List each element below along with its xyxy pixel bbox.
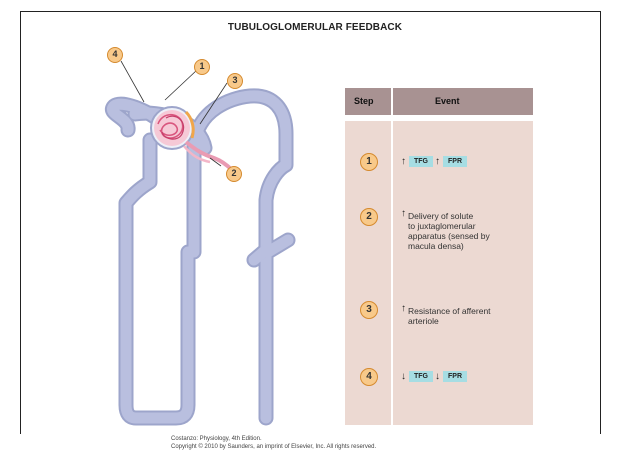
- diagram-label-2: 2: [226, 166, 242, 182]
- diagram-label-1: 1: [194, 59, 210, 75]
- credit-line-2: Copyright © 2010 by Saunders, an imprint…: [171, 444, 376, 450]
- down-arrow-icon: ↓: [401, 372, 406, 382]
- credit-line-1: Costanzo: Physiology, 4th Edition.: [171, 436, 262, 442]
- diagram-title: TUBULOGLOMERULAR FEEDBACK: [152, 22, 478, 33]
- up-arrow-icon: ↑: [401, 304, 406, 314]
- header-divider: [391, 88, 393, 115]
- step-3-badge: 3: [360, 301, 378, 319]
- fpr-pill: FPR: [443, 156, 467, 167]
- column-divider: [391, 121, 393, 425]
- up-arrow-icon: ↑: [401, 157, 406, 167]
- diagram-label-3: 3: [227, 73, 243, 89]
- header-event: Event: [435, 96, 460, 106]
- fpr-pill: FPR: [443, 371, 467, 382]
- step-4-badge: 4: [360, 368, 378, 386]
- event-2-text: Delivery of solute to juxtaglomerular ap…: [408, 211, 490, 251]
- step-event-table: Step Event 1 ↑ TFG ↑ FPR 2 ↑ Delivery of…: [345, 88, 533, 425]
- event-3-text: Resistance of afferent arteriole: [408, 306, 491, 326]
- tfg-pill: TFG: [409, 371, 433, 382]
- up-arrow-icon: ↑: [435, 157, 440, 167]
- diagram-label-4: 4: [107, 47, 123, 63]
- header-step: Step: [354, 96, 374, 106]
- down-arrow-icon: ↓: [435, 372, 440, 382]
- step-2-badge: 2: [360, 208, 378, 226]
- table-header: Step Event: [345, 88, 533, 115]
- up-arrow-icon: ↑: [401, 209, 406, 219]
- tubule-fill: [112, 96, 288, 418]
- tfg-pill: TFG: [409, 156, 433, 167]
- step-1-badge: 1: [360, 153, 378, 171]
